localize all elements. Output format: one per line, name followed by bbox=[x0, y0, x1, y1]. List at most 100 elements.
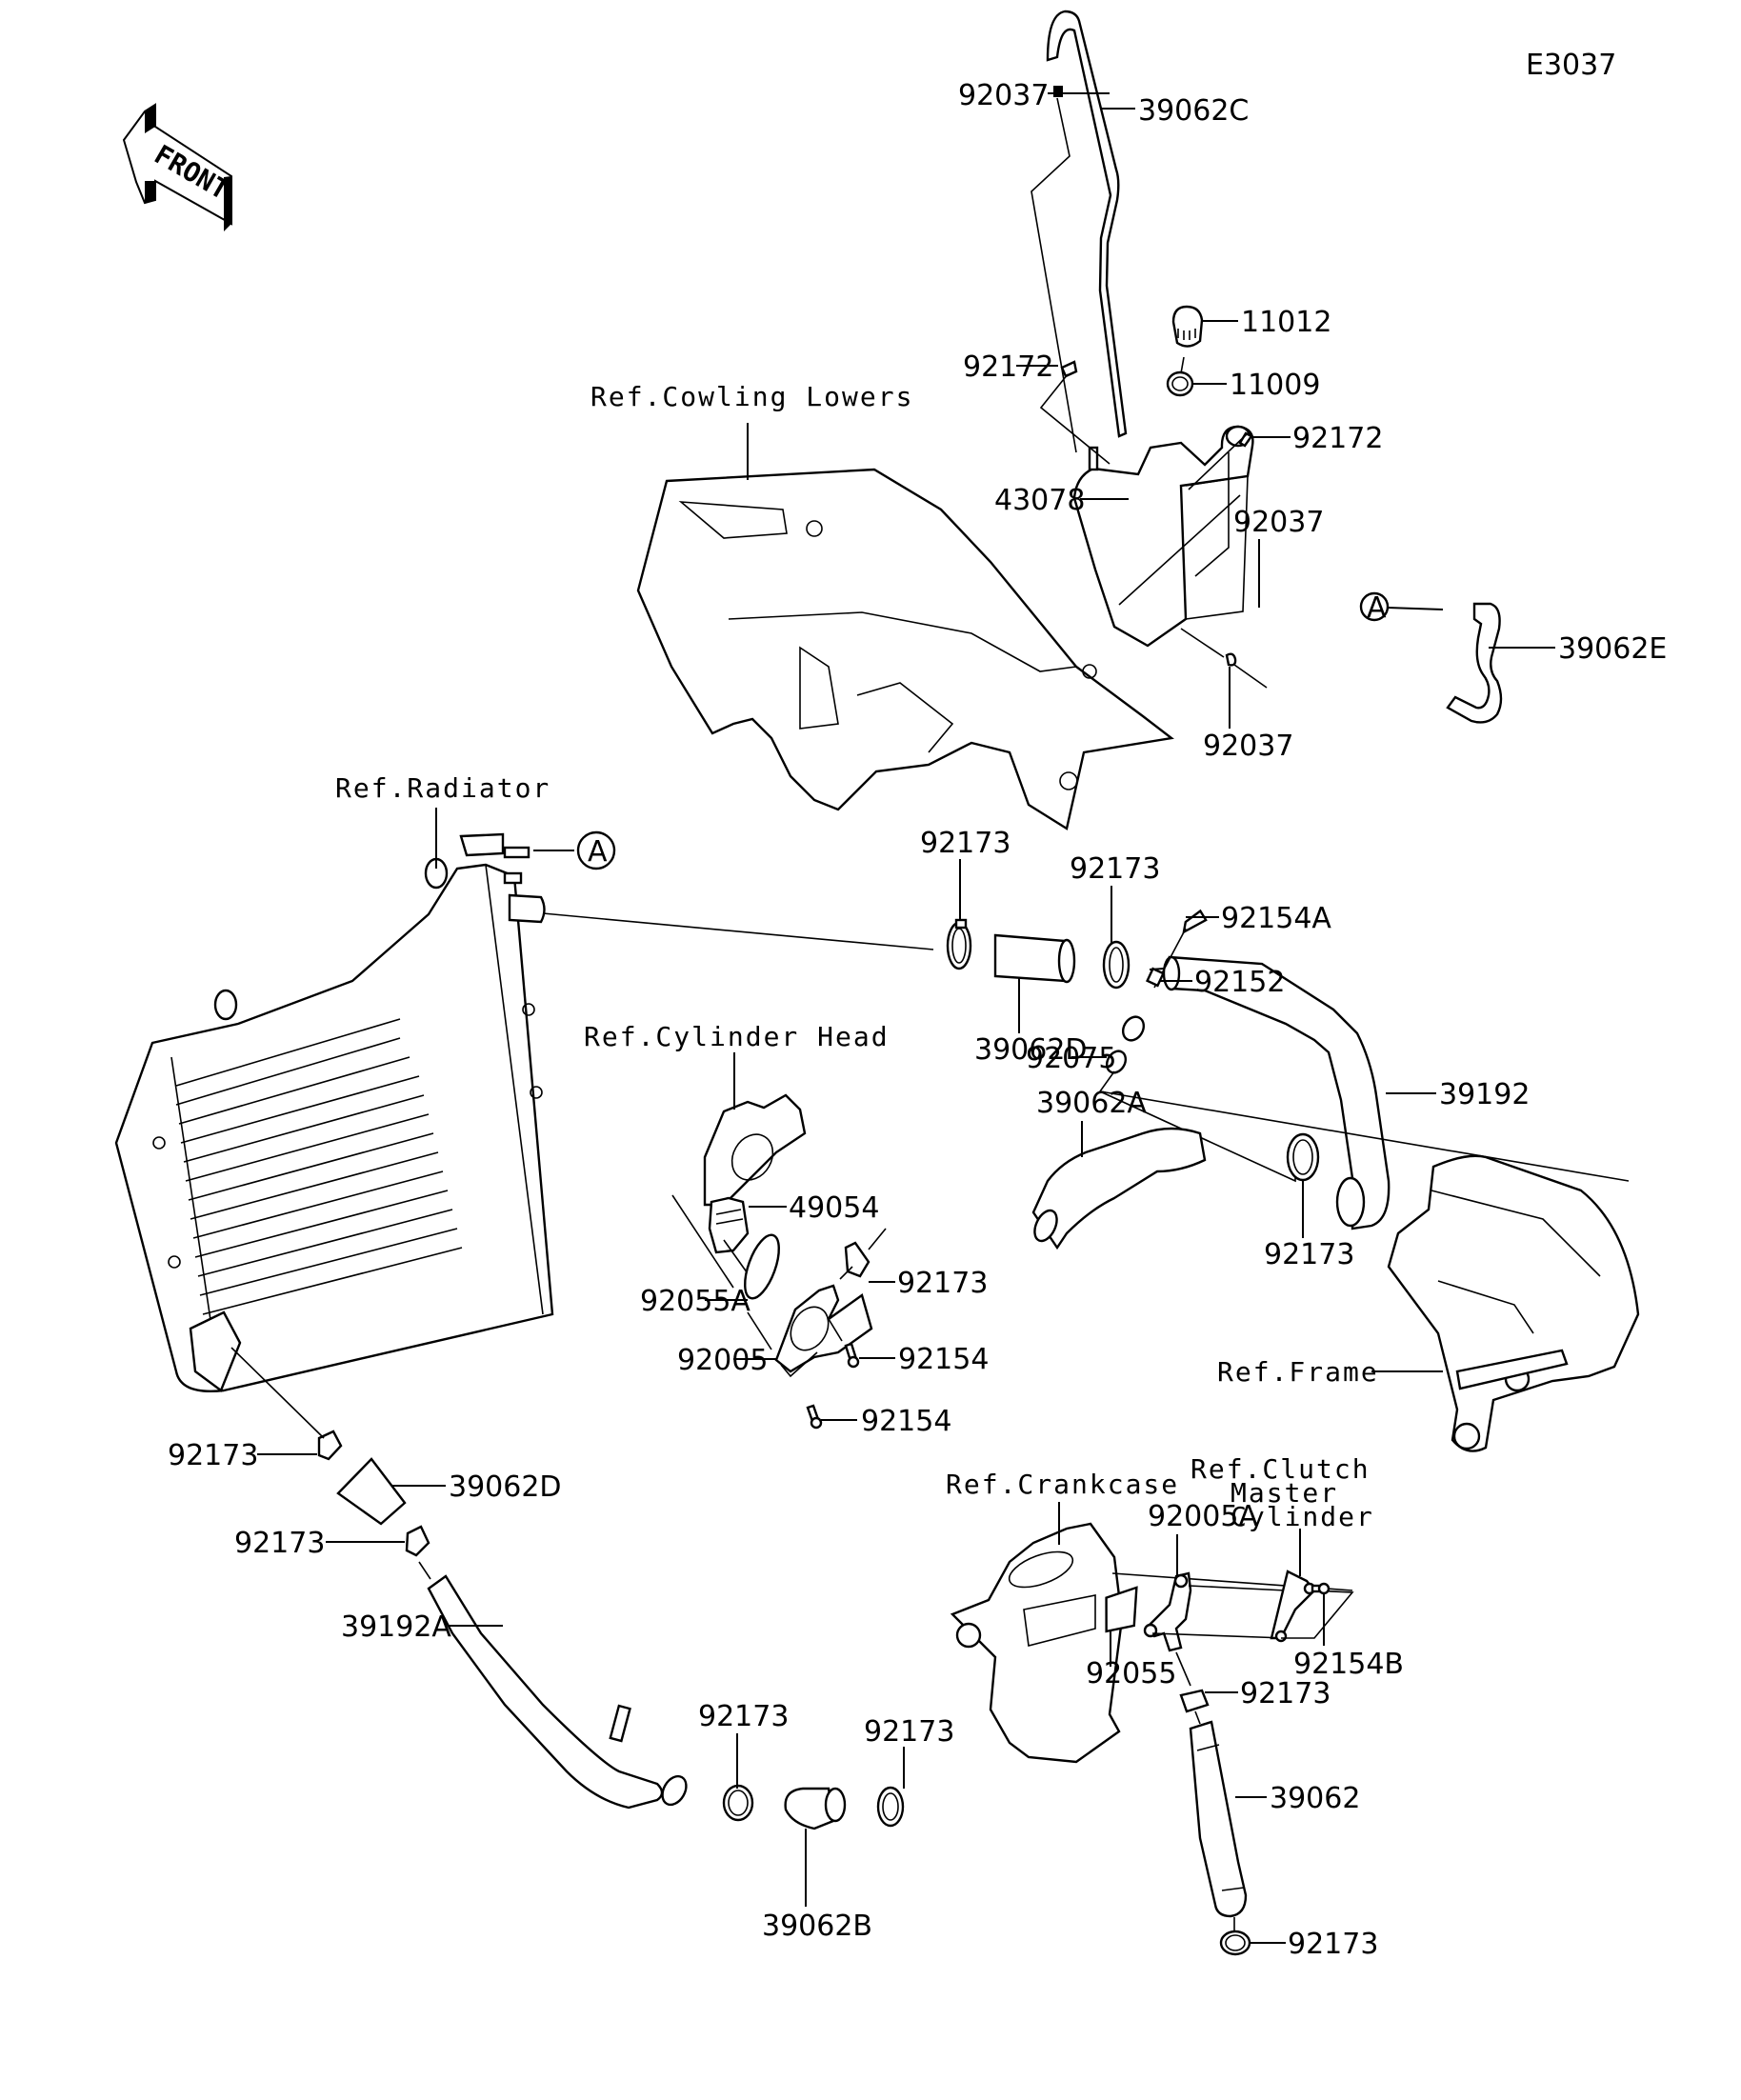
thermostat-housing-92005 bbox=[774, 1284, 873, 1373]
part-43078[interactable]: 43078 bbox=[994, 484, 1085, 517]
ref-clutch-line2: Master bbox=[1231, 1477, 1338, 1509]
clamp-92173-h bbox=[876, 1786, 905, 1828]
guide-line-92172-right bbox=[1188, 432, 1249, 490]
diagram-code: E3037 bbox=[1526, 49, 1616, 82]
part-92173-b[interactable]: 92173 bbox=[1070, 852, 1160, 886]
part-92055A[interactable]: 92055A bbox=[640, 1285, 750, 1318]
crankcase bbox=[950, 1522, 1124, 1764]
ref-cowling-lowers: Ref.Cowling Lowers bbox=[590, 381, 913, 412]
hose-39062C bbox=[1046, 10, 1128, 438]
bolt-92172-left bbox=[1060, 360, 1078, 378]
part-92075[interactable]: 92075 bbox=[1026, 1042, 1116, 1075]
part-92037-bottom[interactable]: 92037 bbox=[1203, 730, 1293, 763]
part-92154B[interactable]: 92154B bbox=[1293, 1648, 1404, 1681]
guide-line-92037-mid bbox=[1194, 452, 1230, 577]
pipe-39192A bbox=[427, 1574, 688, 1810]
part-92173-i[interactable]: 92173 bbox=[1240, 1677, 1331, 1710]
connector-A-radiator bbox=[576, 830, 616, 870]
collar-92152 bbox=[1146, 967, 1165, 988]
part-92173-h[interactable]: 92173 bbox=[864, 1715, 954, 1749]
guide-line-92037-bottom bbox=[1180, 628, 1225, 658]
guide-line-frame bbox=[1099, 1090, 1630, 1182]
part-92173-d[interactable]: 92173 bbox=[897, 1267, 988, 1300]
clip-92037-top bbox=[1053, 86, 1063, 97]
guide-line-92005 bbox=[747, 1311, 772, 1350]
clamp-92173-i bbox=[1179, 1689, 1210, 1713]
gasket-11009 bbox=[1166, 370, 1194, 397]
guide-line-39192A bbox=[418, 1561, 431, 1580]
guide-line-92173-d2 bbox=[839, 1266, 853, 1280]
part-92005A[interactable]: 92005A bbox=[1148, 1500, 1258, 1533]
part-39062E[interactable]: 39062E bbox=[1558, 632, 1667, 666]
part-39062C[interactable]: 39062C bbox=[1138, 94, 1249, 128]
part-92173-g[interactable]: 92173 bbox=[698, 1700, 789, 1733]
part-92037-mid[interactable]: 92037 bbox=[1233, 506, 1324, 539]
guide-line-92154-b bbox=[780, 1351, 818, 1378]
guide-line-92037 bbox=[1031, 97, 1077, 453]
part-39062D-bottom[interactable]: 39062D bbox=[449, 1470, 562, 1504]
ref-cylinder-head: Ref.Cylinder Head bbox=[584, 1021, 890, 1052]
pipe-39192 bbox=[1162, 955, 1391, 1230]
ref-clutch-line3: Cylinder bbox=[1231, 1501, 1374, 1532]
part-92173-e[interactable]: 92173 bbox=[168, 1439, 258, 1472]
part-39062[interactable]: 39062 bbox=[1270, 1782, 1360, 1815]
frame bbox=[1387, 1154, 1640, 1452]
guide-line-92173-e bbox=[230, 1347, 325, 1439]
clamp-92173-f bbox=[405, 1525, 430, 1557]
part-39062B[interactable]: 39062B bbox=[762, 1910, 872, 1943]
part-49054[interactable]: 49054 bbox=[789, 1191, 879, 1225]
part-92154A[interactable]: 92154A bbox=[1221, 902, 1331, 935]
guide-line-92172-left bbox=[1039, 373, 1111, 465]
clamp-92173-e bbox=[317, 1430, 343, 1461]
bolt-92154-a bbox=[844, 1342, 860, 1369]
guide-line-92154-a bbox=[828, 1318, 843, 1342]
part-92055[interactable]: 92055 bbox=[1086, 1657, 1176, 1690]
hose-39062E bbox=[1446, 602, 1503, 724]
front-arrow-icon: FRONT bbox=[122, 103, 234, 231]
guide-line-clutch bbox=[1281, 1590, 1354, 1639]
ref-frame: Ref.Frame bbox=[1217, 1356, 1379, 1388]
part-39192[interactable]: 39192 bbox=[1439, 1078, 1530, 1111]
connector-A-radiator-label: A bbox=[588, 835, 608, 869]
guide-line-92173-d bbox=[868, 1228, 887, 1250]
part-92172-right[interactable]: 92172 bbox=[1292, 422, 1383, 455]
bolt-92154A bbox=[1182, 909, 1208, 934]
housing-92005A bbox=[1143, 1571, 1192, 1652]
part-11012[interactable]: 11012 bbox=[1241, 306, 1331, 339]
part-92152[interactable]: 92152 bbox=[1194, 966, 1285, 999]
cap-11012 bbox=[1171, 305, 1204, 348]
part-92173-f[interactable]: 92173 bbox=[234, 1527, 325, 1560]
part-92154-a[interactable]: 92154 bbox=[898, 1343, 989, 1376]
guide-line-39062 bbox=[1194, 1710, 1201, 1725]
clutch-master-cylinder bbox=[1270, 1570, 1316, 1643]
ref-radiator: Ref.Radiator bbox=[335, 772, 550, 804]
part-39062D-top[interactable]: 39062D bbox=[974, 1033, 1088, 1067]
part-92173-a[interactable]: 92173 bbox=[920, 827, 1011, 860]
part-39062A[interactable]: 39062A bbox=[1036, 1087, 1147, 1120]
grommet-92075-lower bbox=[1105, 1050, 1128, 1074]
part-92154-b[interactable]: 92154 bbox=[861, 1405, 951, 1438]
guide-line-92173-i bbox=[1175, 1651, 1191, 1687]
hose-39062 bbox=[1189, 1720, 1248, 1918]
part-92173-c[interactable]: 92173 bbox=[1264, 1238, 1354, 1271]
part-92172-left[interactable]: 92172 bbox=[963, 350, 1053, 384]
guide-line-tank-cowling bbox=[1118, 494, 1241, 606]
gasket-11009-inner bbox=[1171, 376, 1189, 391]
part-11009[interactable]: 11009 bbox=[1230, 369, 1320, 402]
bolt-92154B bbox=[1311, 1582, 1331, 1595]
connector-A-line bbox=[1387, 607, 1444, 610]
ref-clutch-line1: Ref.Clutch bbox=[1191, 1453, 1371, 1485]
part-92005[interactable]: 92005 bbox=[677, 1344, 768, 1377]
hose-39062B bbox=[784, 1787, 847, 1830]
connector-A-top bbox=[1359, 591, 1390, 622]
cylinder-head bbox=[703, 1093, 807, 1207]
part-92173-j[interactable]: 92173 bbox=[1288, 1928, 1378, 1961]
part-39192A[interactable]: 39192A bbox=[341, 1610, 451, 1644]
thermostat-49054 bbox=[708, 1196, 750, 1254]
ref-crankcase: Ref.Crankcase bbox=[946, 1469, 1179, 1500]
cowling-lowers bbox=[636, 468, 1174, 830]
part-92037-top[interactable]: 92037 bbox=[958, 79, 1049, 112]
guide-line-radiator-outlet bbox=[542, 912, 934, 950]
connector-A-top-label: A bbox=[1367, 591, 1387, 625]
